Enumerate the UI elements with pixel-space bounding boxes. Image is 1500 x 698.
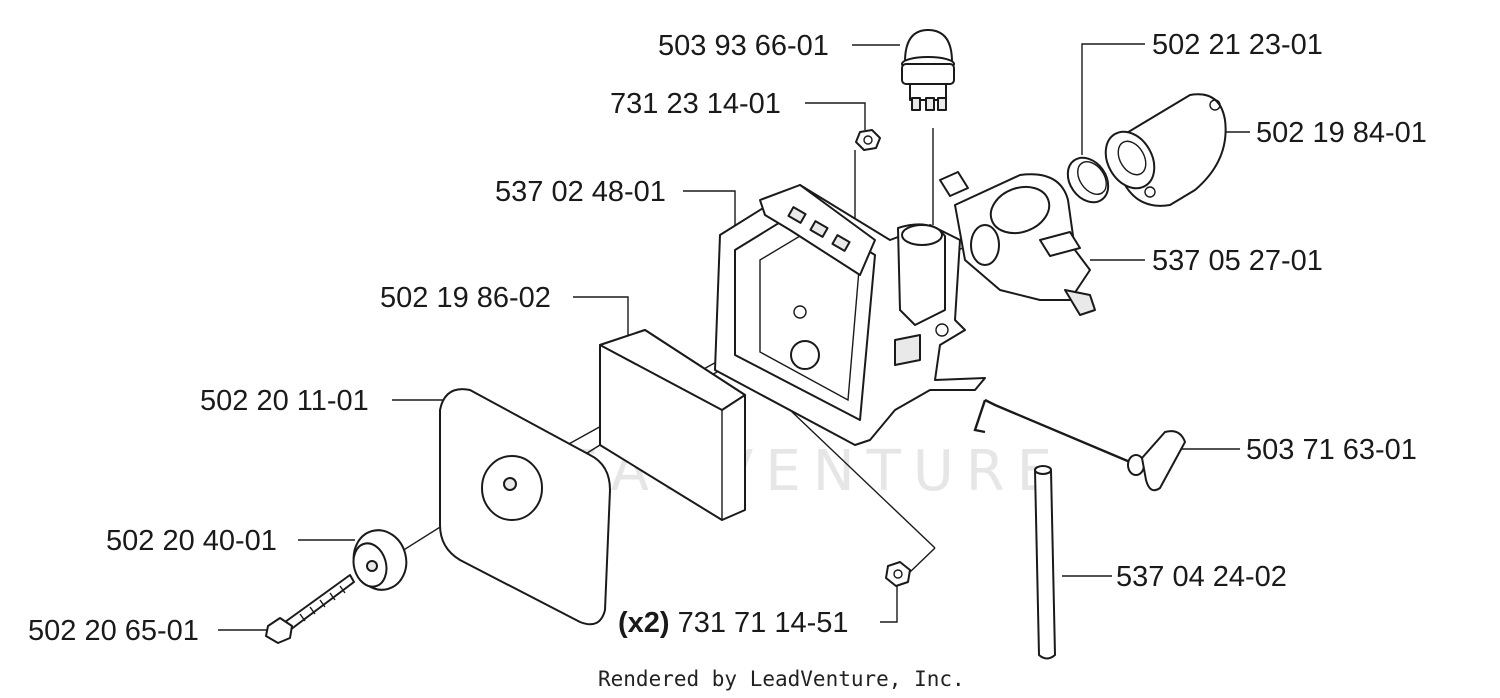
label-air-filter-cover: 502 20 11-01 [200,385,369,417]
air-filter-holder-part [714,184,986,446]
label-throttle-rod: 503 71 63-01 [1246,434,1417,466]
quantity-badge: (x2) [618,607,670,639]
label-fuel-hose: 537 04 24-02 [1116,561,1287,593]
label-air-filter-holder: 537 02 48-01 [495,176,666,208]
throttle-rod-part [973,398,1186,492]
clamp-part [1066,156,1110,204]
label-air-filter: 502 19 86-02 [380,282,551,314]
label-screw: 502 20 65-01 [28,615,199,647]
screw-part [265,574,355,644]
footer-credit: Rendered by LeadVenture, Inc. [598,667,965,691]
fuel-hose-part [1034,465,1056,660]
bottom-nut-number: 731 71 14-51 [678,607,849,639]
primer-bulb-part [901,29,955,111]
label-carburetor: 537 05 27-01 [1152,245,1323,277]
label-intake-manifold: 502 19 84-01 [1256,117,1427,149]
air-filter-cover-part [439,388,611,626]
air-filter-part [599,329,746,521]
part-number-labels: 503 93 66-01 731 23 14-01 537 02 48-01 5… [28,29,1427,647]
label-clamp: 502 21 23-01 [1152,29,1323,61]
label-bottom-nut: (x2)731 71 14-51 [618,607,849,639]
knob-part [352,529,408,591]
bottom-nut-part [885,561,911,587]
top-nut-part [855,129,881,151]
label-knob: 502 20 40-01 [106,525,277,557]
label-top-nut: 731 23 14-01 [610,88,781,120]
carburetor-part [939,171,1096,316]
intake-manifold-part [1104,93,1227,207]
label-primer-bulb: 503 93 66-01 [658,30,829,62]
